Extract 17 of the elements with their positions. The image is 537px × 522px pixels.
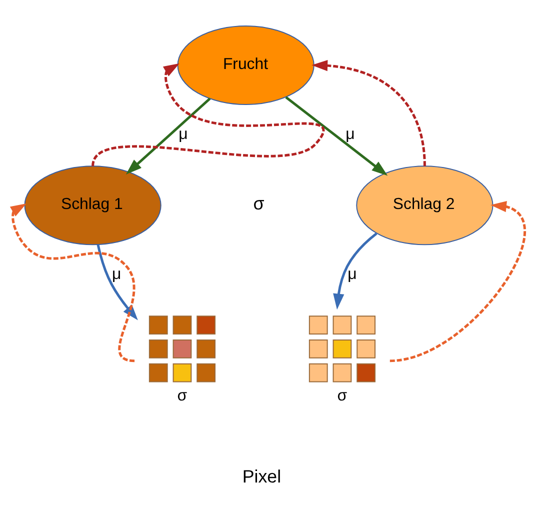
arrow (92, 63, 324, 167)
arrow (126, 98, 211, 174)
node-label: σ (177, 387, 188, 404)
node-ellipse: Frucht (177, 25, 314, 105)
node-ellipse: Schlag 2 (356, 166, 494, 246)
label: σ (253, 194, 264, 214)
edge-label: μ (112, 266, 122, 284)
edge-label: μ (346, 126, 355, 144)
edge-label: μ (348, 266, 357, 284)
label: Pixel (242, 466, 282, 487)
arrow (390, 201, 526, 362)
arrow (333, 232, 378, 310)
edge-label: μ (178, 126, 188, 144)
arrow (285, 96, 388, 176)
node-label: σ (337, 387, 348, 404)
node-ellipse: Schlag 1 (24, 166, 162, 246)
arrow (312, 60, 426, 166)
